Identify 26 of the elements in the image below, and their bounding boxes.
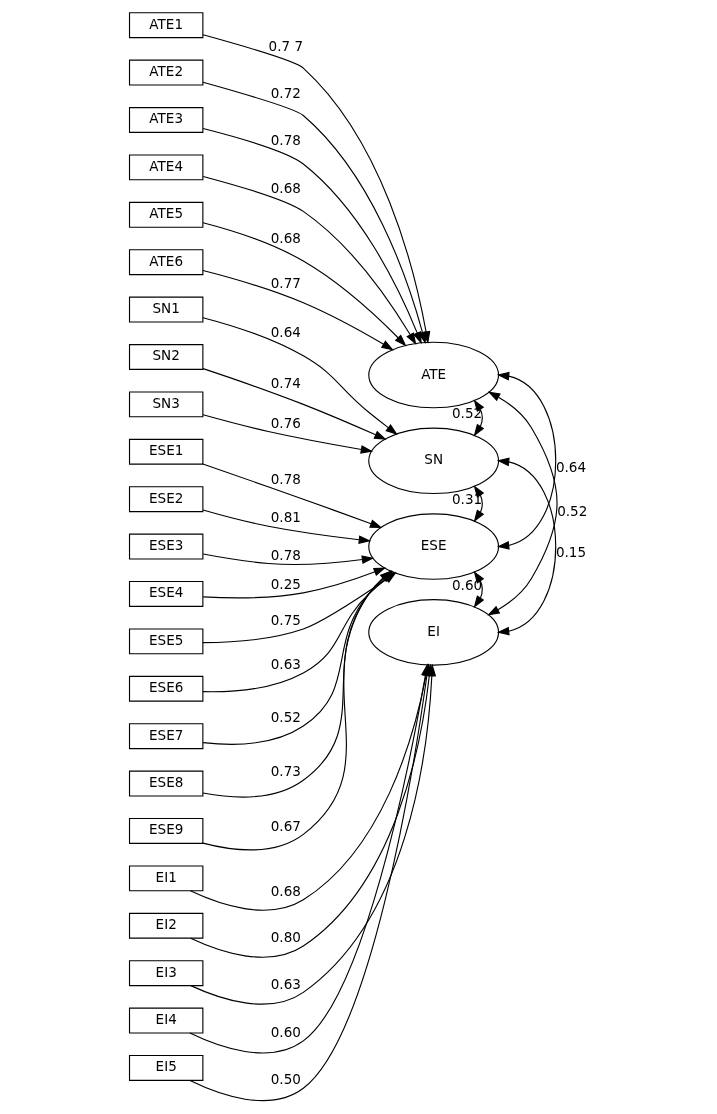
edge-label: 0.76 bbox=[270, 414, 301, 431]
edge-label: 0.78 bbox=[270, 132, 301, 149]
edge-label: 0.68 bbox=[270, 179, 301, 196]
edge-label: 0.63 bbox=[270, 975, 301, 992]
edge-label: 0.81 bbox=[270, 509, 301, 526]
edge-label: 0.52 bbox=[557, 503, 588, 520]
edge-label: 0.64 bbox=[270, 324, 301, 341]
edge-label: 0.64 bbox=[555, 458, 587, 475]
edge-label: 0.78 bbox=[270, 471, 301, 488]
edge-label: 0.73 bbox=[270, 763, 301, 780]
edge-label: 0.67 bbox=[270, 817, 301, 834]
edge-label: 0.25 bbox=[270, 576, 301, 593]
edge-label: 0.78 bbox=[270, 546, 301, 563]
edge-label: 0.63 bbox=[270, 656, 301, 673]
edge-label: 0.15 bbox=[555, 544, 587, 561]
edge-label: 0.77 bbox=[270, 274, 301, 291]
edge-label: 0.52 bbox=[270, 709, 301, 726]
edge-label: 0.50 bbox=[270, 1071, 301, 1088]
edge-label: 0.80 bbox=[270, 929, 301, 946]
edge-label: 0.75 bbox=[270, 612, 301, 629]
edge-label: 0.7 7 bbox=[268, 37, 304, 54]
edge-label: 0.68 bbox=[270, 229, 301, 246]
edge-label: 0.68 bbox=[270, 882, 301, 899]
edge-label: 0.72 bbox=[270, 85, 301, 102]
edge-label: 0.74 bbox=[270, 375, 301, 392]
edge-label: 0.60 bbox=[270, 1024, 301, 1041]
